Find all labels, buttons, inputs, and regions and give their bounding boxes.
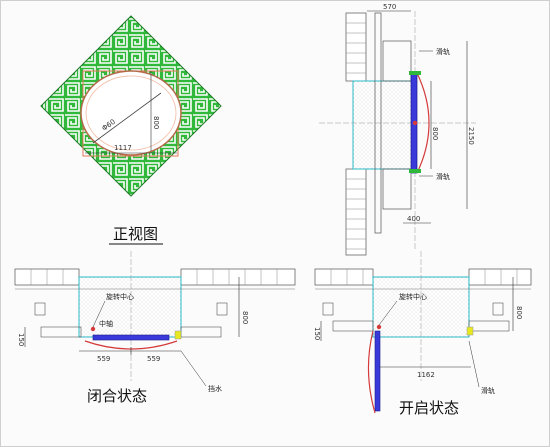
closed-label-center: 旋转中心	[106, 292, 134, 301]
open-panel	[374, 330, 381, 412]
open-label-center: 旋转中心	[399, 292, 427, 301]
side-dim-total: 2150	[467, 127, 475, 145]
circular-cover	[80, 70, 182, 156]
closed-dim-h: 800	[241, 311, 249, 324]
closed-opening	[78, 276, 182, 338]
closed-state-title: 闭合状态	[87, 387, 147, 405]
closed-label-arrow: 挡水	[208, 384, 222, 393]
closed-label-mid: 中轴	[99, 319, 113, 328]
front-dim-width: 1117	[114, 144, 132, 152]
side-dim-mid: 800	[431, 127, 439, 140]
open-state-title: 开启状态	[399, 399, 459, 417]
front-view-title: 正视图	[113, 225, 158, 243]
side-dim-bottom: 400	[407, 215, 420, 223]
side-label-2: 滑轨	[436, 172, 450, 181]
side-label-1: 滑轨	[436, 47, 450, 56]
closed-dim-left: 559	[97, 355, 110, 363]
side-section: 滑轨 滑轨 570 800 2150 400	[319, 3, 476, 256]
diag-dim-line	[92, 92, 162, 144]
open-state: 旋转中心 滑轨 1162 800 150 开启状态	[313, 251, 532, 417]
open-dim-h: 800	[515, 306, 523, 319]
closed-dim-right: 559	[147, 355, 160, 363]
side-arc	[416, 72, 430, 174]
open-label-arrow: 滑轨	[481, 386, 495, 395]
front-dim-height: 800	[152, 116, 160, 129]
open-dim-bottom: 1162	[417, 371, 435, 379]
closed-dim-side: 150	[17, 333, 25, 346]
side-opening	[352, 80, 414, 170]
front-view: 1117 800 Φ60 正视图	[40, 15, 222, 245]
open-arc	[367, 330, 376, 414]
open-dim-side: 150	[313, 327, 321, 340]
closed-state: 旋转中心 中轴 挡水 559 559 800 150 闭合状态	[14, 251, 296, 405]
side-dim-top: 570	[383, 3, 396, 11]
closed-panel	[92, 334, 170, 341]
